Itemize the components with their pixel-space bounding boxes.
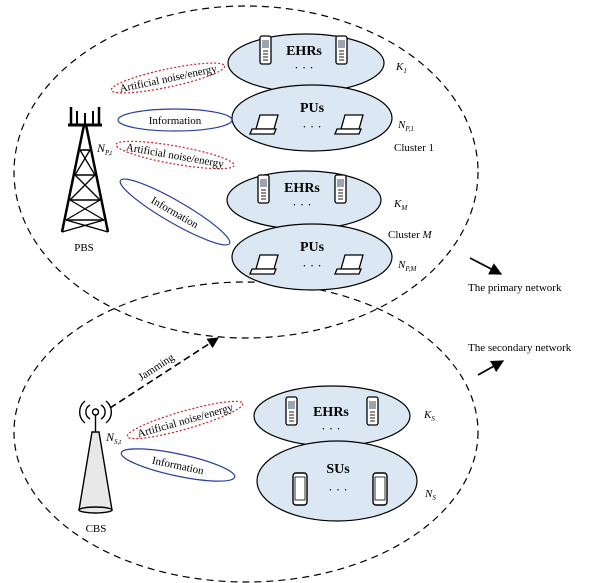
ehr-title: EHRs: [313, 405, 349, 420]
smartphone-icon: [372, 472, 388, 506]
pu-count-label: NP,1: [397, 119, 414, 133]
smartphone-icon: [292, 472, 308, 506]
cbs-antenna-label: NS,t: [105, 430, 122, 446]
cellphone-icon: [366, 396, 379, 426]
cluster-1-label: Cluster 1: [394, 142, 434, 154]
noise-link-label: Artificial noise/energy: [136, 401, 235, 440]
jamming-link: Jamming: [109, 337, 219, 409]
cellphone-icon: [259, 35, 272, 65]
info-link-s: Information: [120, 448, 236, 482]
ehr-count-label: KS: [423, 409, 435, 423]
info-link-1: Information: [117, 108, 233, 132]
laptop-icon: [249, 254, 279, 275]
ehr-dots: · · ·: [294, 60, 314, 75]
cellphone-icon: [334, 174, 347, 204]
pu-group-m: PUs · · ·: [231, 223, 393, 291]
ehr-group-m: EHRs · · ·: [226, 170, 382, 230]
noise-link-m: Artificial noise/energy: [115, 140, 235, 171]
laptop-icon: [249, 114, 279, 135]
cluster-1: EHRs · · · K1 PUs · · · NP,1 Cluster 1 A: [110, 33, 434, 154]
noise-link-1: Artificial noise/energy: [110, 62, 226, 95]
lattice-tower-icon: [60, 107, 110, 233]
ehr-title: EHRs: [284, 181, 320, 196]
laptop-icon: [334, 114, 364, 135]
ehr-title: EHRs: [286, 44, 322, 59]
su-count-label: NS: [424, 488, 436, 502]
ehr-count-label: K1: [395, 61, 407, 75]
pu-dots: · · ·: [302, 258, 322, 273]
pbs-label: PBS: [74, 242, 94, 254]
su-group-shape: [256, 440, 418, 522]
cluster-m: EHRs · · · KM Cluster M PUs · · · NP,M: [115, 140, 433, 291]
ehr-dots: · · ·: [292, 197, 312, 212]
ehr-group-s: EHRs · · ·: [253, 385, 411, 447]
pu-title: PUs: [300, 101, 325, 116]
cellphone-icon: [285, 396, 298, 426]
pu-count-label: NP,M: [397, 259, 417, 273]
su-title: SUs: [326, 462, 350, 477]
cellphone-icon: [335, 35, 348, 65]
primary-network-arrow: [469, 257, 503, 275]
ehr-dots: · · ·: [321, 421, 341, 436]
noise-link-label: Artificial noise/energy: [119, 63, 219, 95]
cylinder-tower-icon: [78, 400, 113, 514]
ehr-count-label: KM: [393, 198, 408, 212]
primary-network-boundary: [13, 5, 479, 339]
laptop-icon: [334, 254, 364, 275]
cluster-m-label: Cluster M: [388, 229, 433, 241]
secondary-network-label: The secondary network: [468, 342, 572, 354]
ehr-group-1: EHRs · · ·: [227, 33, 385, 93]
secondary-network-boundary: [13, 281, 479, 583]
info-link-m: Information: [119, 178, 231, 246]
pu-title: PUs: [300, 240, 325, 255]
cbs-label: CBS: [86, 523, 107, 535]
noise-link-s: Artificial noise/energy: [126, 400, 244, 440]
pbs-antenna-label: NP,t: [96, 141, 113, 157]
su-dots: · · ·: [328, 482, 348, 497]
secondary-network-arrow: [477, 360, 505, 376]
primary-network-label: The primary network: [468, 282, 562, 294]
su-group: SUs · · ·: [256, 440, 418, 522]
pu-group-1: PUs · · ·: [231, 84, 393, 152]
info-link-label: Information: [149, 115, 202, 127]
pu-group-1-shape: [231, 84, 393, 152]
pu-group-m-shape: [231, 223, 393, 291]
cellphone-icon: [257, 174, 270, 204]
pu-dots: · · ·: [302, 119, 322, 134]
